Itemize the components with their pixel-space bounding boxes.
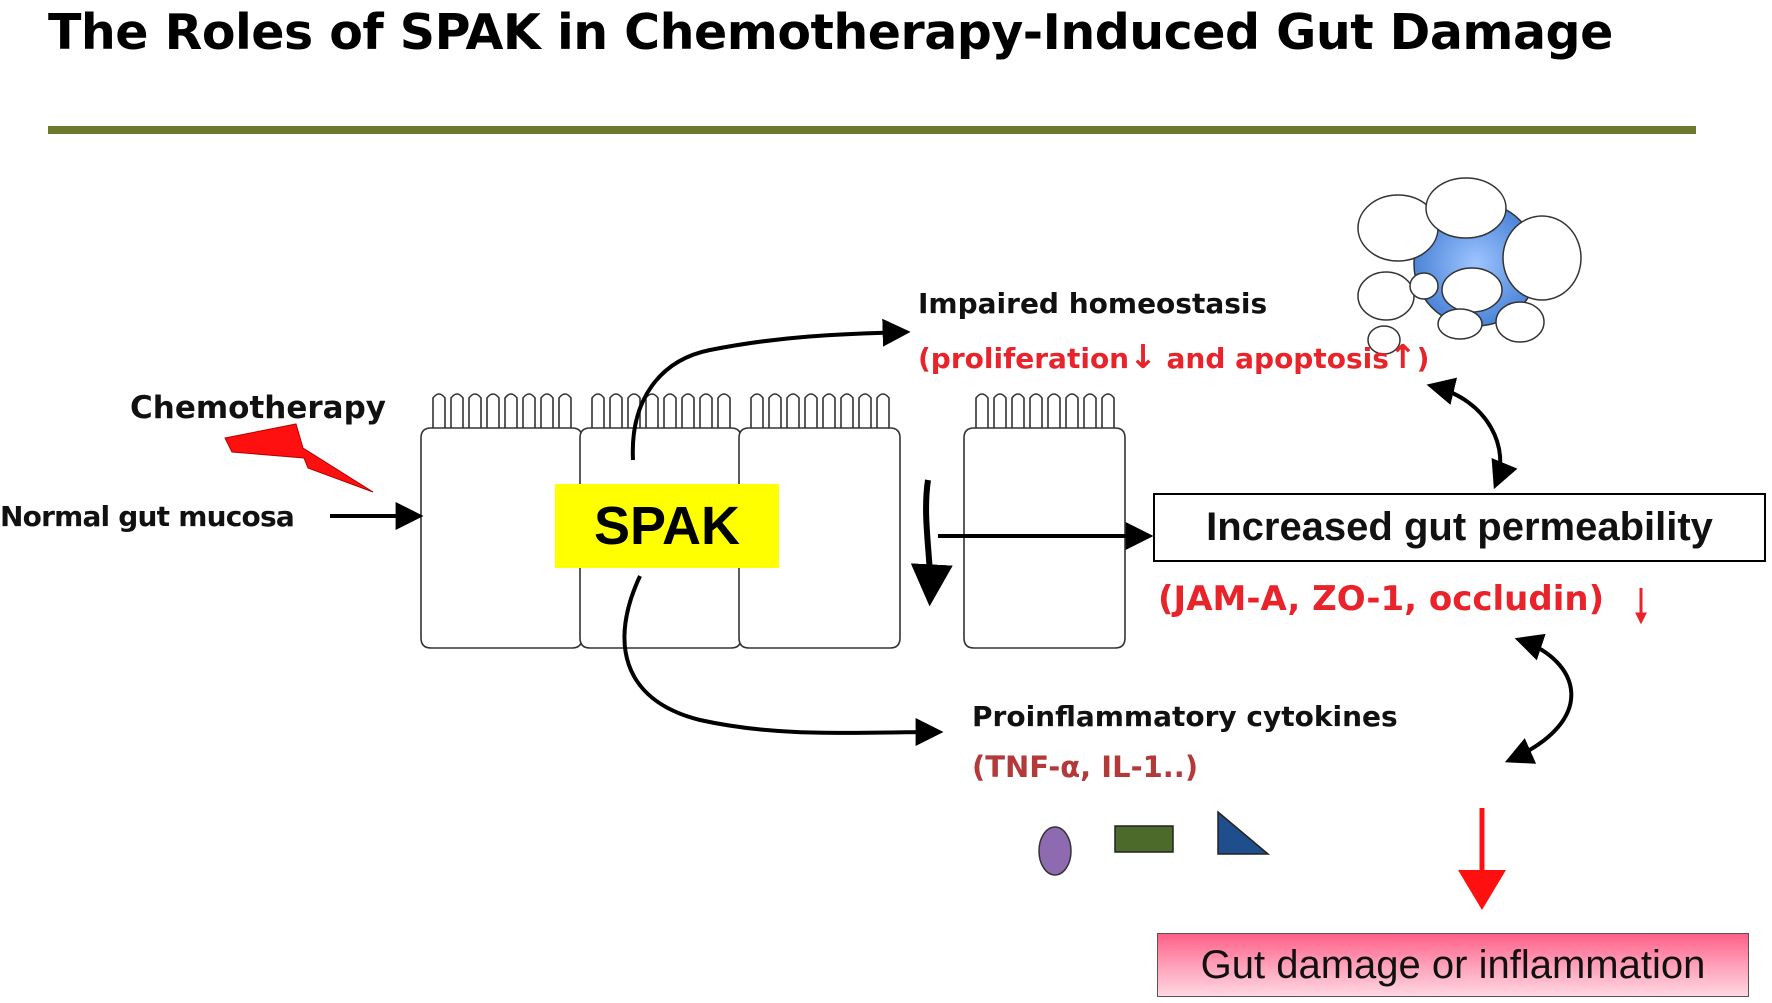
homeostasis-detail-apoptosis: and apoptosis	[1166, 342, 1389, 375]
increased-permeability-box: Increased gut permeability	[1153, 493, 1766, 562]
arrow-spak-to-cytokines	[622, 575, 944, 747]
proinflammatory-cytokines-label: Proinflammatory cytokines	[972, 700, 1398, 733]
lightning-bolt-icon	[224, 423, 374, 493]
arrow-spak-to-homeostasis	[630, 318, 911, 461]
cytokine-oval-icon	[1038, 826, 1072, 876]
tight-junction-proteins-label: (JAM-A, ZO-1, occludin)	[1158, 579, 1605, 619]
impaired-homeostasis-label: Impaired homeostasis	[918, 287, 1268, 320]
microvilli	[432, 393, 572, 428]
title-rule	[48, 126, 1696, 134]
homeostasis-detail-close: )	[1416, 342, 1430, 375]
proliferation-down-arrow: ↓	[1129, 337, 1157, 376]
arrow-homeostasis-permeability	[1426, 377, 1518, 490]
microvilli	[591, 393, 731, 428]
normal-gut-mucosa-label: Normal gut mucosa	[0, 500, 295, 533]
apoptosis-up-arrow: ↑	[1388, 337, 1417, 376]
chemotherapy-label: Chemotherapy	[130, 390, 386, 426]
homeostasis-detail-proliferation: (proliferation	[918, 342, 1130, 375]
epithelial-cell	[738, 427, 901, 649]
cell-cluster-icon	[1357, 177, 1582, 355]
arrow-cell-gap-down	[910, 479, 953, 607]
cytokine-rectangle-icon	[1114, 825, 1174, 853]
arrow-to-gut-damage	[1458, 808, 1506, 910]
microvilli	[750, 393, 890, 428]
cytokine-examples-label: (TNF-α, IL-1..)	[972, 750, 1199, 784]
microvilli-group	[432, 393, 1115, 428]
homeostasis-detail: (proliferation↓ and apoptosis↑)	[918, 340, 1429, 373]
spak-box: SPAK	[555, 484, 779, 568]
gut-damage-box: Gut damage or inflammation	[1157, 933, 1749, 997]
microvilli	[975, 393, 1115, 428]
cytokine-triangle-icon	[1217, 810, 1271, 855]
arrow-permeability-cytokines	[1504, 633, 1574, 764]
page-title: The Roles of SPAK in Chemotherapy-Induce…	[48, 4, 1613, 61]
